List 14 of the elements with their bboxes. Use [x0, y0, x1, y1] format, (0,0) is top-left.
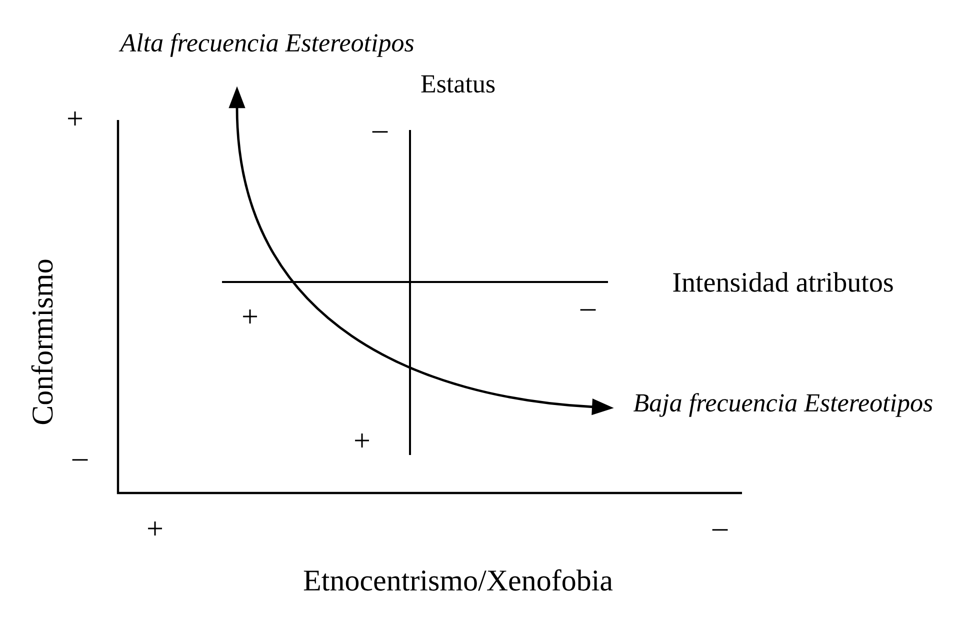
italic-label: Alta frecuencia Estereotipos [118, 33, 414, 57]
axis-title: Conformismo [31, 260, 53, 424]
sign-label: + [68, 112, 82, 126]
status-label: Estatus [421, 75, 495, 93]
sign-label: – [580, 309, 596, 311]
sign-label: + [148, 522, 162, 536]
sign-label: – [72, 459, 88, 461]
sign-label: – [712, 529, 728, 531]
sign-label: – [372, 131, 388, 133]
axis-label: Intensidad atributos [673, 272, 893, 292]
sign-label: + [355, 434, 369, 448]
italic-label: Baja frecuencia Estereotipos [633, 393, 932, 417]
axis-title: Etnocentrismo/Xenofobia [304, 569, 613, 591]
sign-label: + [243, 310, 257, 324]
